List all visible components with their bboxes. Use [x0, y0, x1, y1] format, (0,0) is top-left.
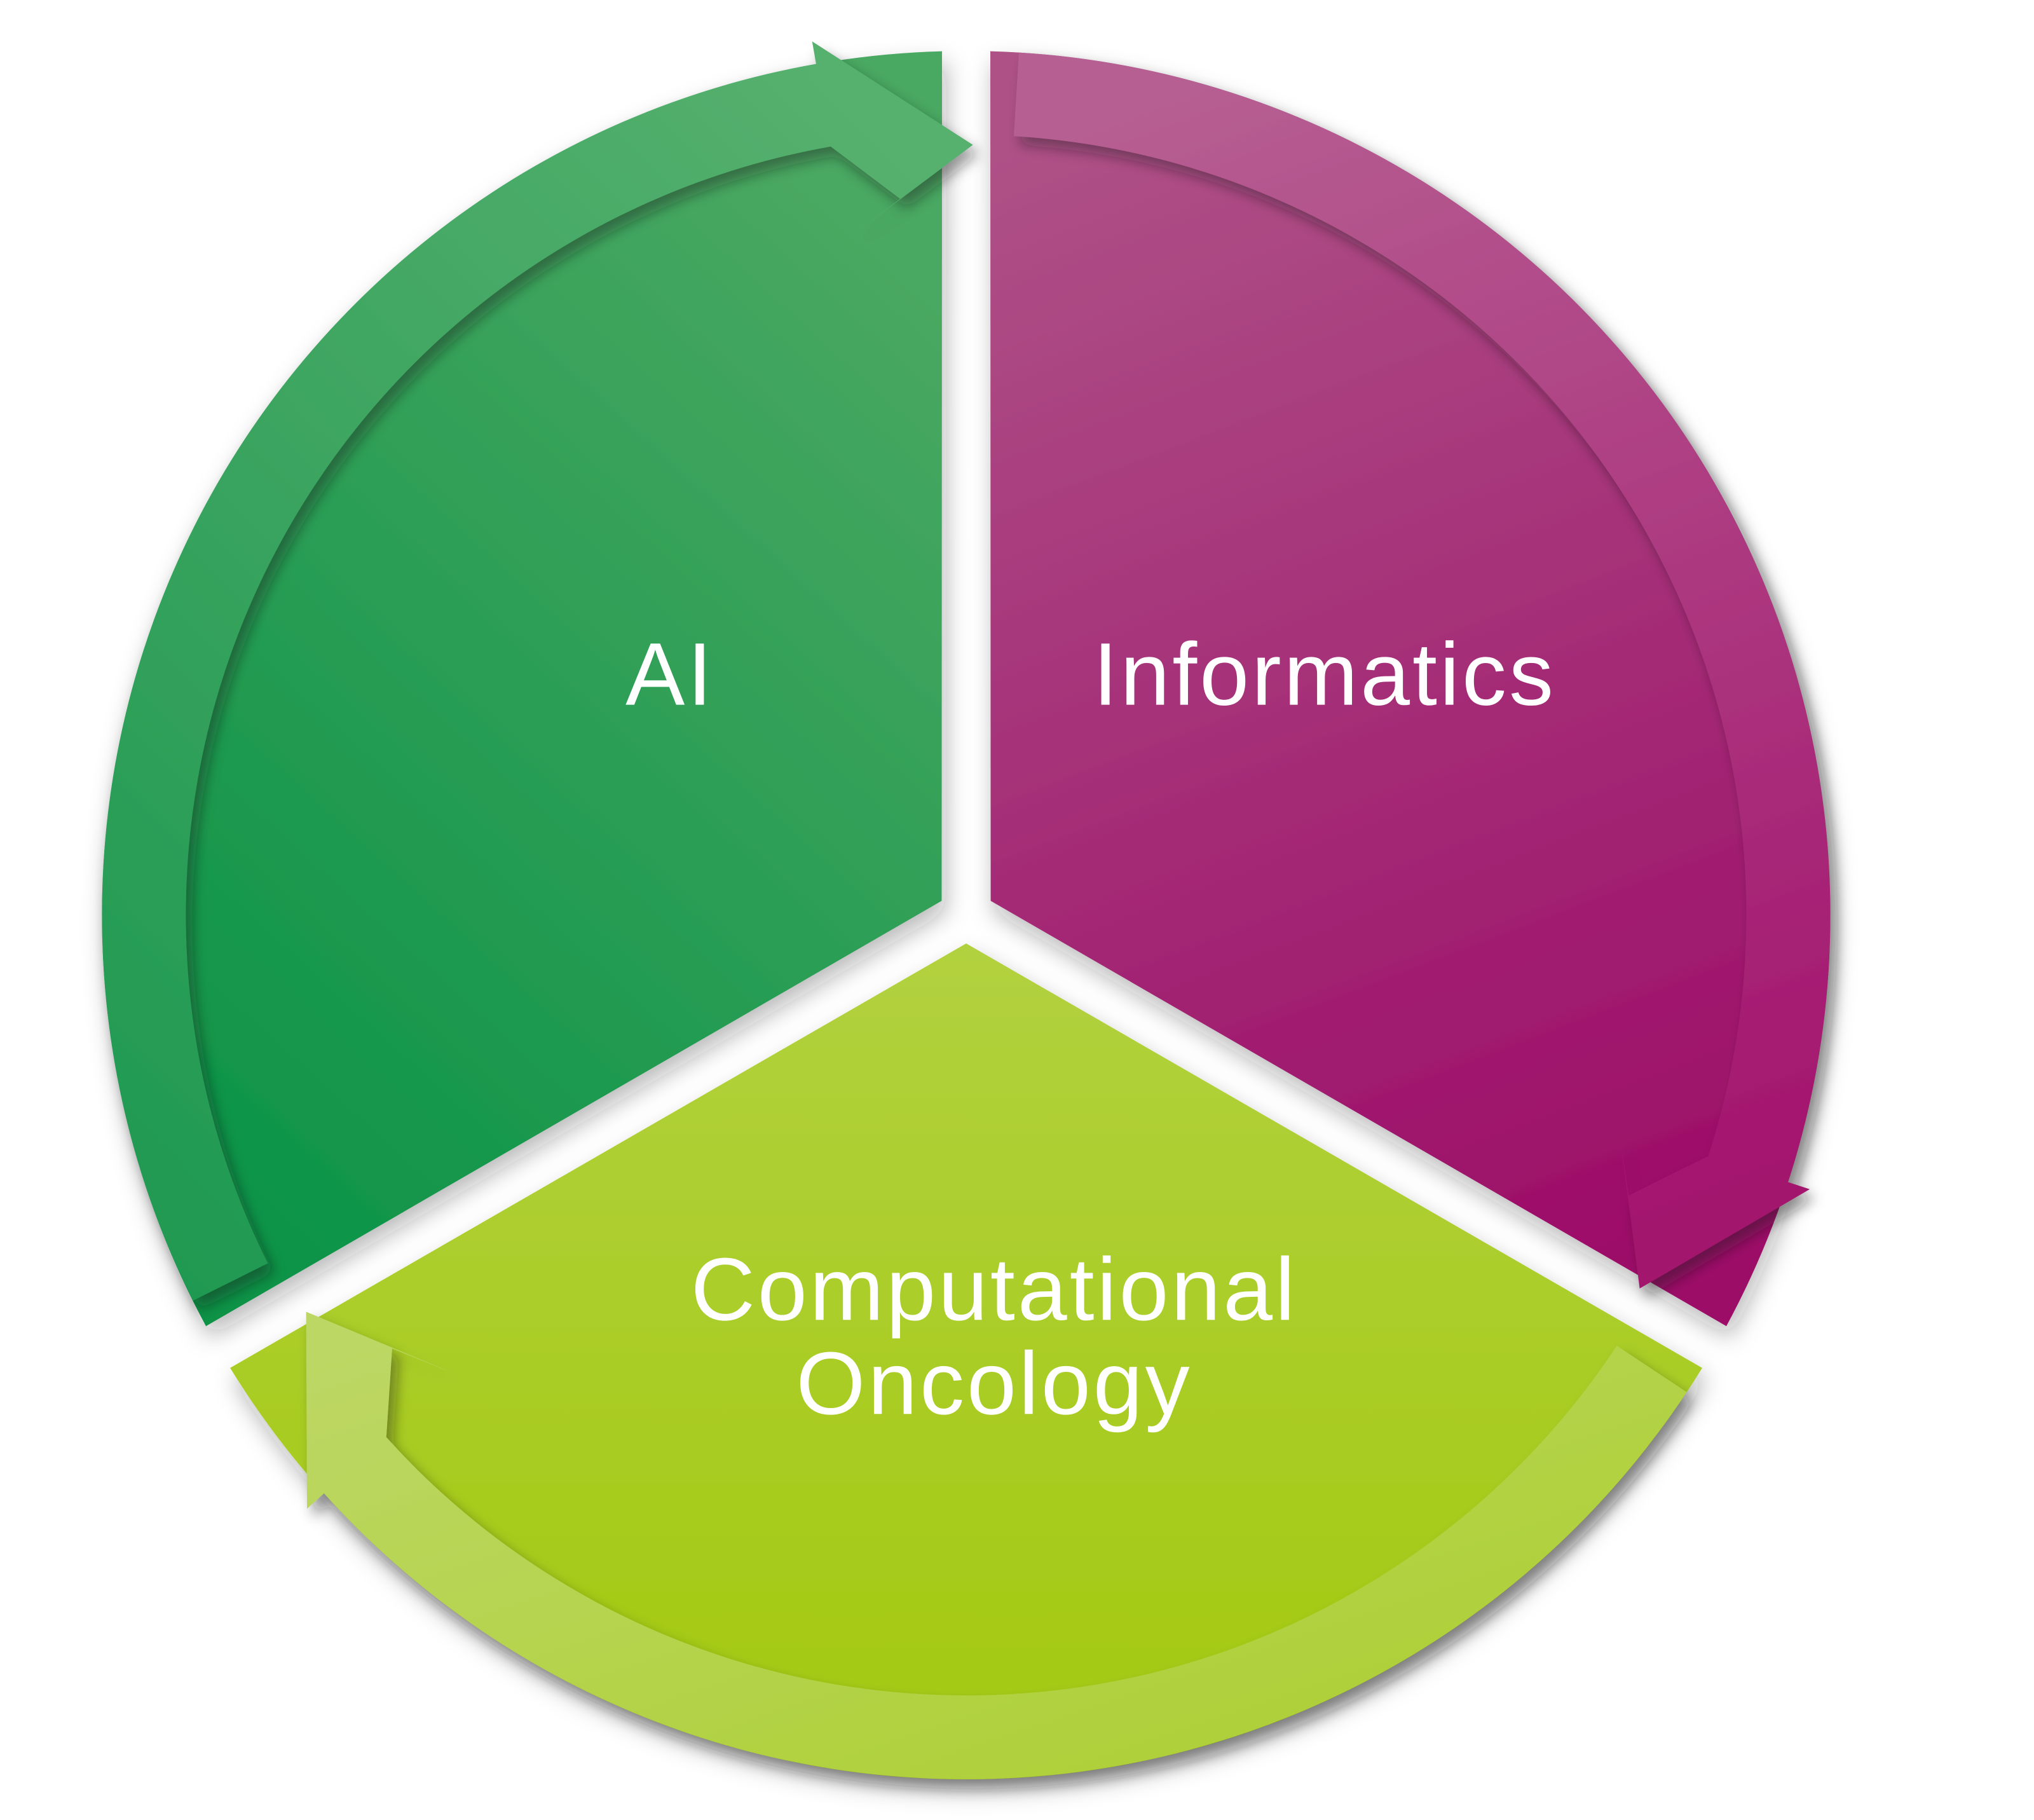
segment-computational-oncology-sector [230, 943, 1703, 1780]
segment-computational-oncology-arrow-band [306, 1311, 1687, 1779]
segment-ai-arrow-band [102, 41, 973, 1301]
arrow-bands-layer [102, 41, 1831, 1779]
segment-informatics-label: Informatics [1093, 624, 1556, 723]
segment-ai-label: AI [625, 624, 714, 723]
segment-informatics-arrow-band [1014, 52, 1831, 1289]
